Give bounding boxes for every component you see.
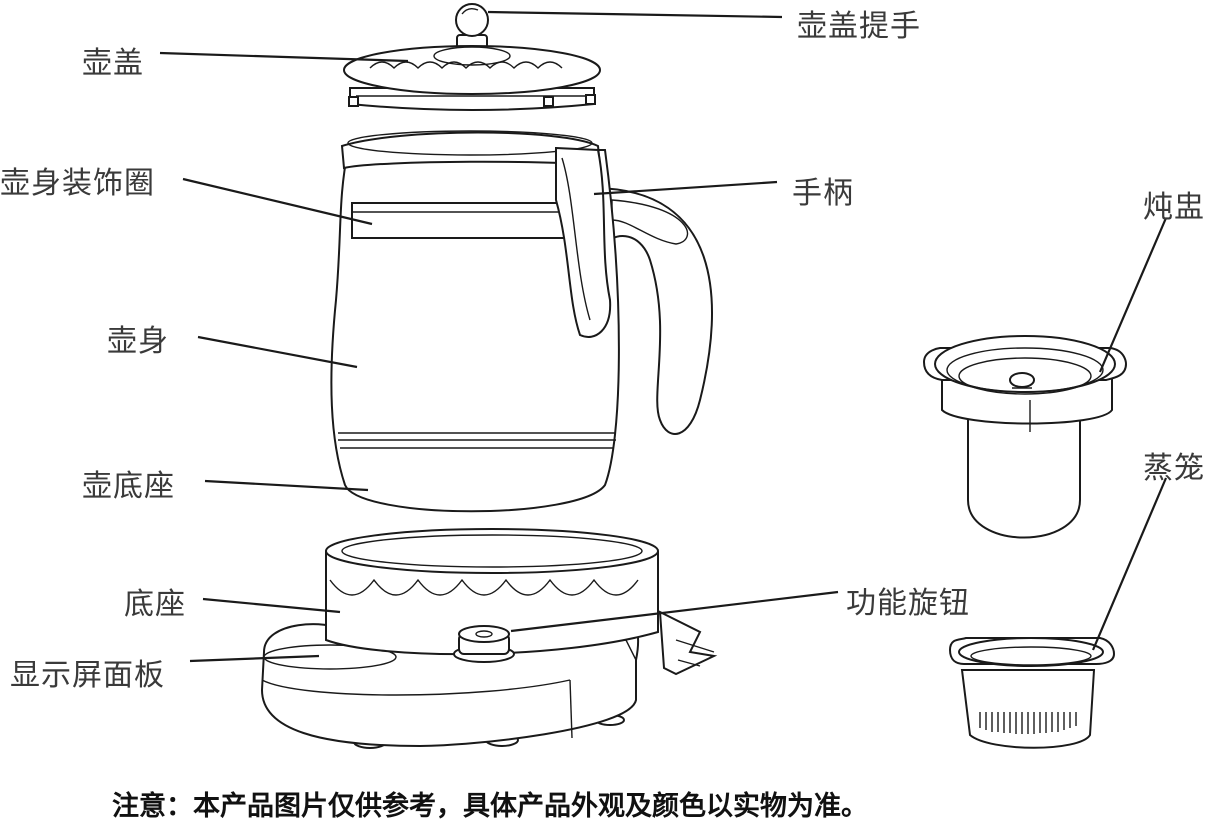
label-steamer: 蒸笼	[1143, 451, 1205, 486]
kettle-body-drawing	[330, 130, 713, 513]
label-base: 底座	[124, 587, 186, 622]
label-function-knob: 功能旋钮	[846, 586, 970, 621]
steamer-drawing	[948, 637, 1116, 749]
label-body-base: 壶底座	[82, 469, 175, 504]
lid-drawing	[343, 45, 601, 111]
lid-knob-drawing	[455, 3, 489, 50]
leader-lines	[159, 10, 1168, 663]
disclaimer-note: 注意：本产品图片仅供参考，具体产品外观及颜色以实物为准。	[112, 791, 868, 822]
label-handle: 手柄	[792, 176, 854, 211]
label-stew-cup: 炖盅	[1143, 190, 1205, 225]
label-lid-knob: 壶盖提手	[797, 9, 921, 44]
label-lid: 壶盖	[82, 46, 144, 81]
label-body: 壶身	[107, 324, 169, 359]
label-display-panel: 显示屏面板	[10, 658, 165, 693]
label-decor-ring: 壶身装饰圈	[0, 166, 155, 201]
base-drawing	[260, 528, 718, 749]
stew-cup-drawing	[922, 335, 1128, 539]
